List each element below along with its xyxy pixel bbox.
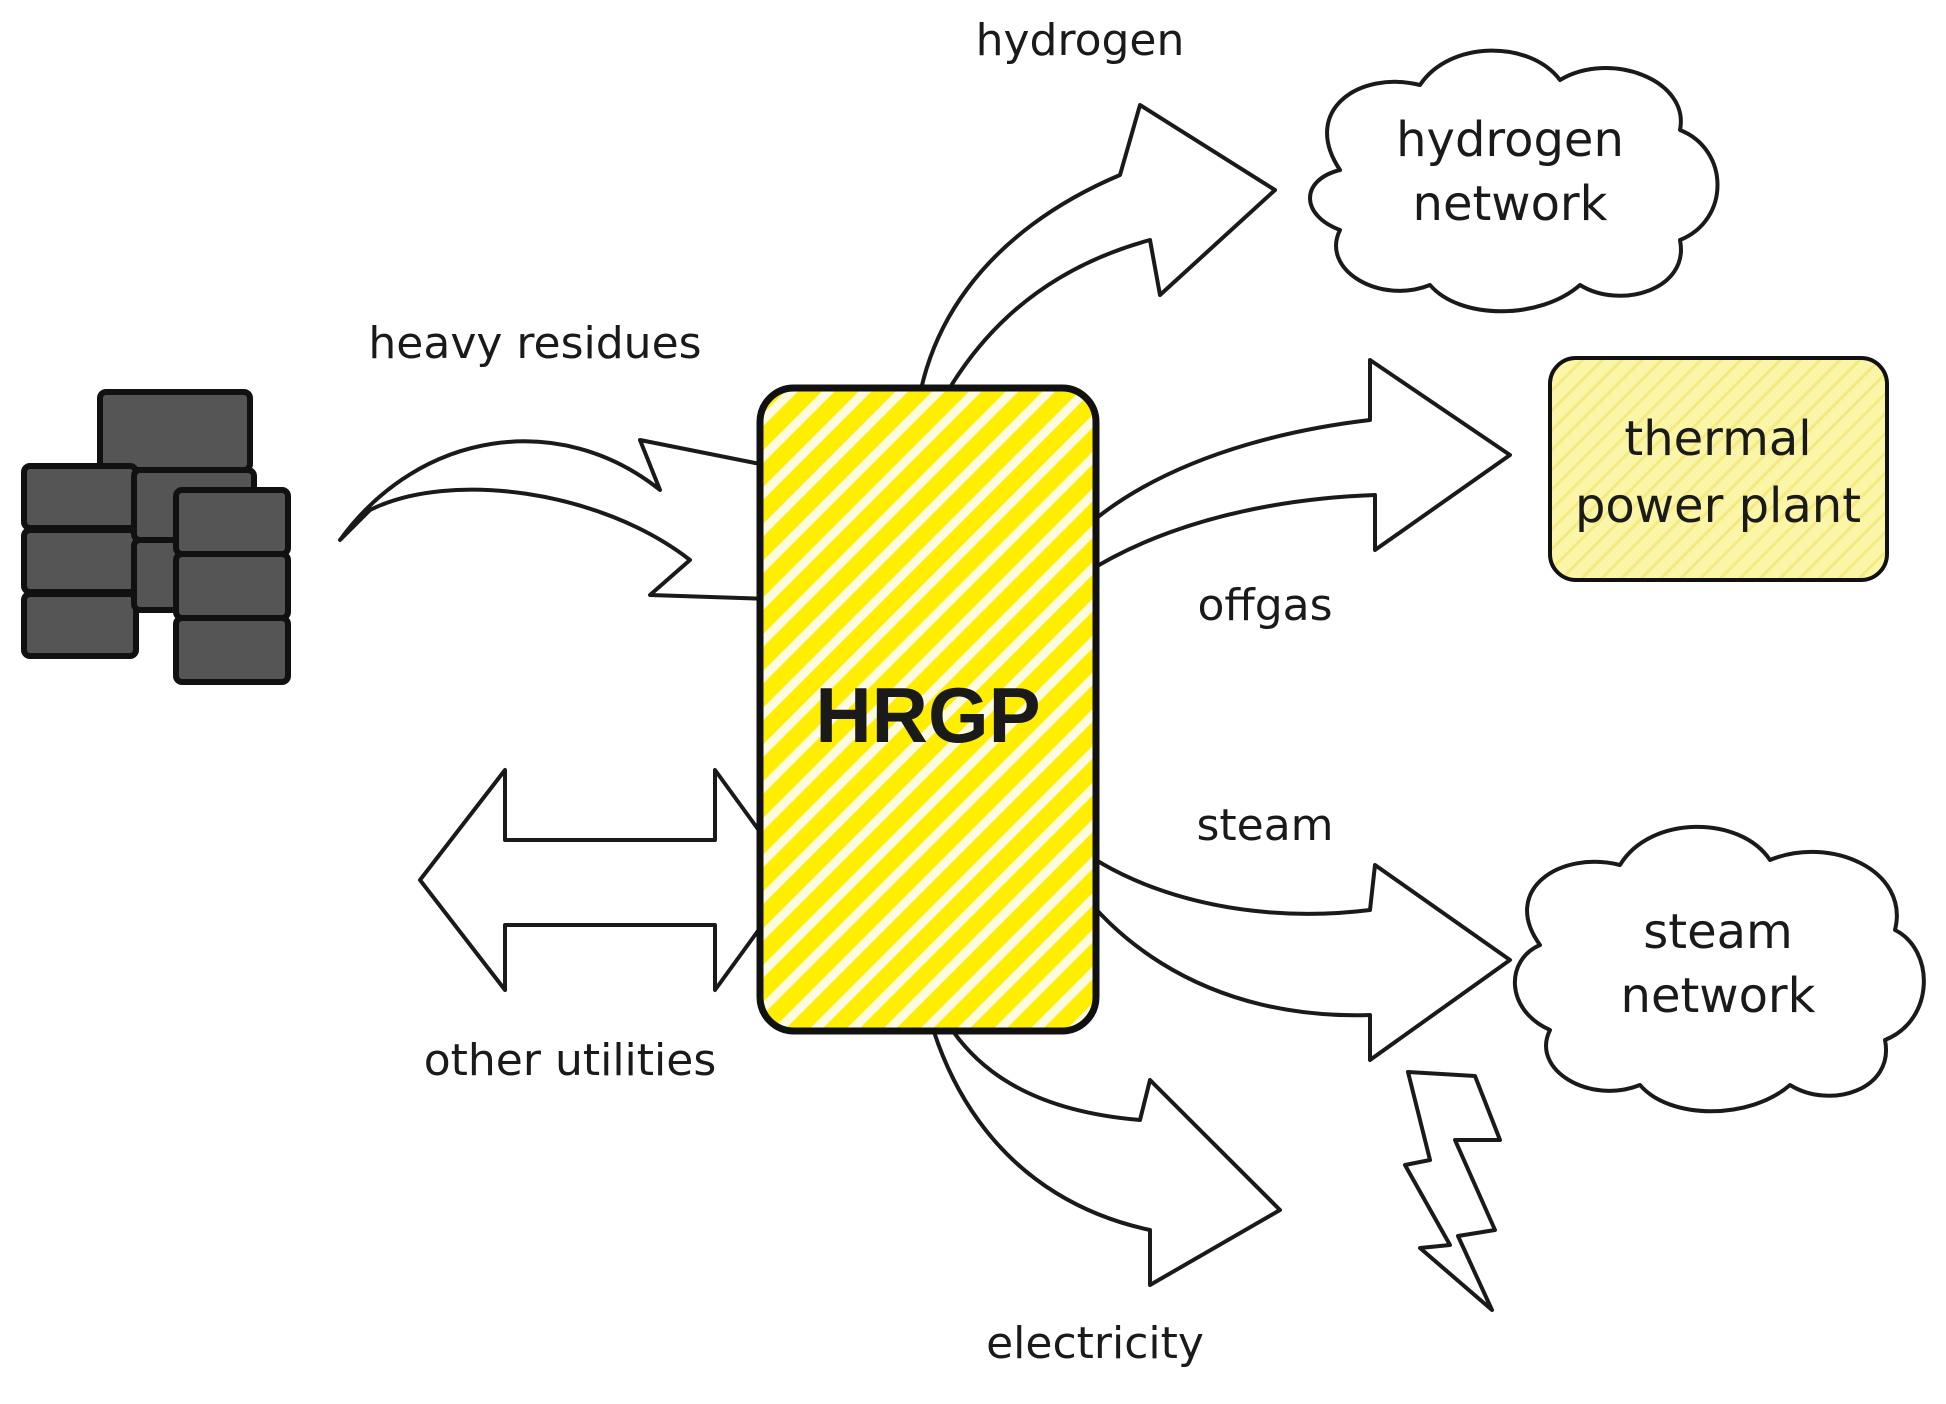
hydrogen-network-line2: network <box>1413 176 1608 232</box>
electricity-label: electricity <box>986 1318 1204 1369</box>
steam-arrow <box>1018 778 1512 1062</box>
other-utilities-arrow <box>418 768 797 992</box>
hrgp-label: HRGP <box>815 671 1040 759</box>
other-utilities-label: other utilities <box>424 1035 717 1086</box>
heavy-residues-arrow <box>338 438 802 602</box>
lightning-bolt-icon <box>1403 1070 1502 1312</box>
steam-network-line1: steam <box>1643 904 1793 960</box>
thermal-power-plant-box: thermal power plant <box>1548 356 1889 582</box>
hrgp-node: HRGP <box>756 384 1100 1035</box>
steam-network-cloud: steam network <box>1513 824 1926 1114</box>
steam-network-line2: network <box>1621 968 1816 1024</box>
offgas-label: offgas <box>1197 580 1332 631</box>
thermal-power-plant-line2: power plant <box>1575 478 1861 534</box>
electricity-arrow <box>913 938 1282 1287</box>
hydrogen-label: hydrogen <box>976 15 1185 66</box>
heavy-residues-label: heavy residues <box>368 318 701 369</box>
steam-label: steam <box>1196 800 1333 851</box>
thermal-power-plant-line1: thermal <box>1624 411 1811 467</box>
oil-barrels-icon <box>21 389 291 685</box>
hydrogen-network-line1: hydrogen <box>1396 112 1624 168</box>
hydrogen-network-cloud: hydrogen network <box>1308 48 1720 314</box>
hydrogen-arrow <box>912 103 1277 462</box>
